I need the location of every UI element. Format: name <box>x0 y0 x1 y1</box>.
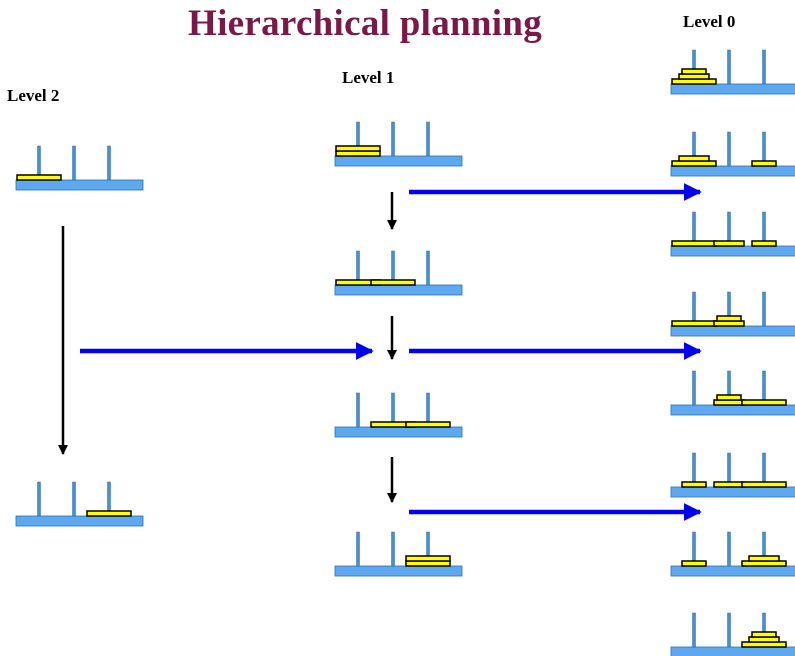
level0-state-8 <box>670 612 795 656</box>
disk-3 <box>671 240 717 247</box>
level-0-label: Level 0 <box>683 12 736 31</box>
peg-3 <box>426 121 430 157</box>
peg-3 <box>762 49 766 85</box>
disk-3 <box>741 481 787 488</box>
level1-state-1 <box>334 121 463 167</box>
disk-1 <box>751 240 777 247</box>
disk-1 <box>681 560 707 567</box>
disk-1 <box>716 315 742 322</box>
peg-2 <box>727 131 731 167</box>
peg-2 <box>391 121 395 157</box>
disk-3 <box>671 320 717 327</box>
peg-2 <box>72 481 76 517</box>
level-2-label: Level 2 <box>7 86 60 105</box>
peg-2 <box>727 612 731 648</box>
board-base <box>15 515 144 527</box>
board-base <box>670 646 795 656</box>
level-1-label: Level 1 <box>342 68 395 87</box>
level0-state-4 <box>670 291 795 337</box>
board-base <box>670 325 795 337</box>
level0-state-3 <box>670 211 795 257</box>
level0-state-2 <box>670 131 795 177</box>
board-base <box>334 155 463 167</box>
peg-2 <box>727 49 731 85</box>
page-title: Hierarchical planning <box>188 3 543 44</box>
disk-1 <box>681 68 707 75</box>
board-base <box>670 404 795 416</box>
disk-AB <box>16 174 62 181</box>
level1-state-3 <box>334 392 463 438</box>
level1-state-4 <box>334 531 463 577</box>
disk-2 <box>713 240 745 247</box>
peg-2 <box>391 531 395 567</box>
disk-AB <box>86 510 132 517</box>
peg-1 <box>692 612 696 648</box>
disk-A <box>370 279 416 286</box>
disk-3 <box>741 399 787 406</box>
board-base <box>334 284 463 296</box>
disk-A <box>335 145 381 152</box>
peg-1 <box>692 370 696 406</box>
level2-state-2 <box>15 481 144 527</box>
level2-state-1 <box>15 145 144 191</box>
disk-A <box>405 555 451 562</box>
disk-B <box>405 421 451 428</box>
peg-3 <box>762 291 766 327</box>
level0-state-1 <box>670 49 795 95</box>
peg-1 <box>356 531 360 567</box>
disk-2 <box>748 555 780 562</box>
board-base <box>670 565 795 577</box>
disk-2 <box>713 481 745 488</box>
board-base <box>670 486 795 498</box>
board-base <box>15 179 144 191</box>
disk-1 <box>751 160 777 167</box>
disk-1 <box>681 481 707 488</box>
peg-3 <box>426 250 430 286</box>
disk-1 <box>751 631 777 638</box>
peg-2 <box>72 145 76 181</box>
board-base <box>670 165 795 177</box>
board-base <box>670 83 795 95</box>
peg-3 <box>107 145 111 181</box>
board-base <box>334 426 463 438</box>
board-base <box>334 565 463 577</box>
level1-state-2 <box>334 250 463 296</box>
peg-1 <box>37 481 41 517</box>
level0-state-7 <box>670 531 795 577</box>
level0-state-5 <box>670 370 795 416</box>
board-base <box>670 245 795 257</box>
peg-2 <box>727 531 731 567</box>
peg-1 <box>356 392 360 428</box>
level0-state-6 <box>670 452 795 498</box>
disk-2 <box>678 155 710 162</box>
disk-1 <box>716 394 742 401</box>
